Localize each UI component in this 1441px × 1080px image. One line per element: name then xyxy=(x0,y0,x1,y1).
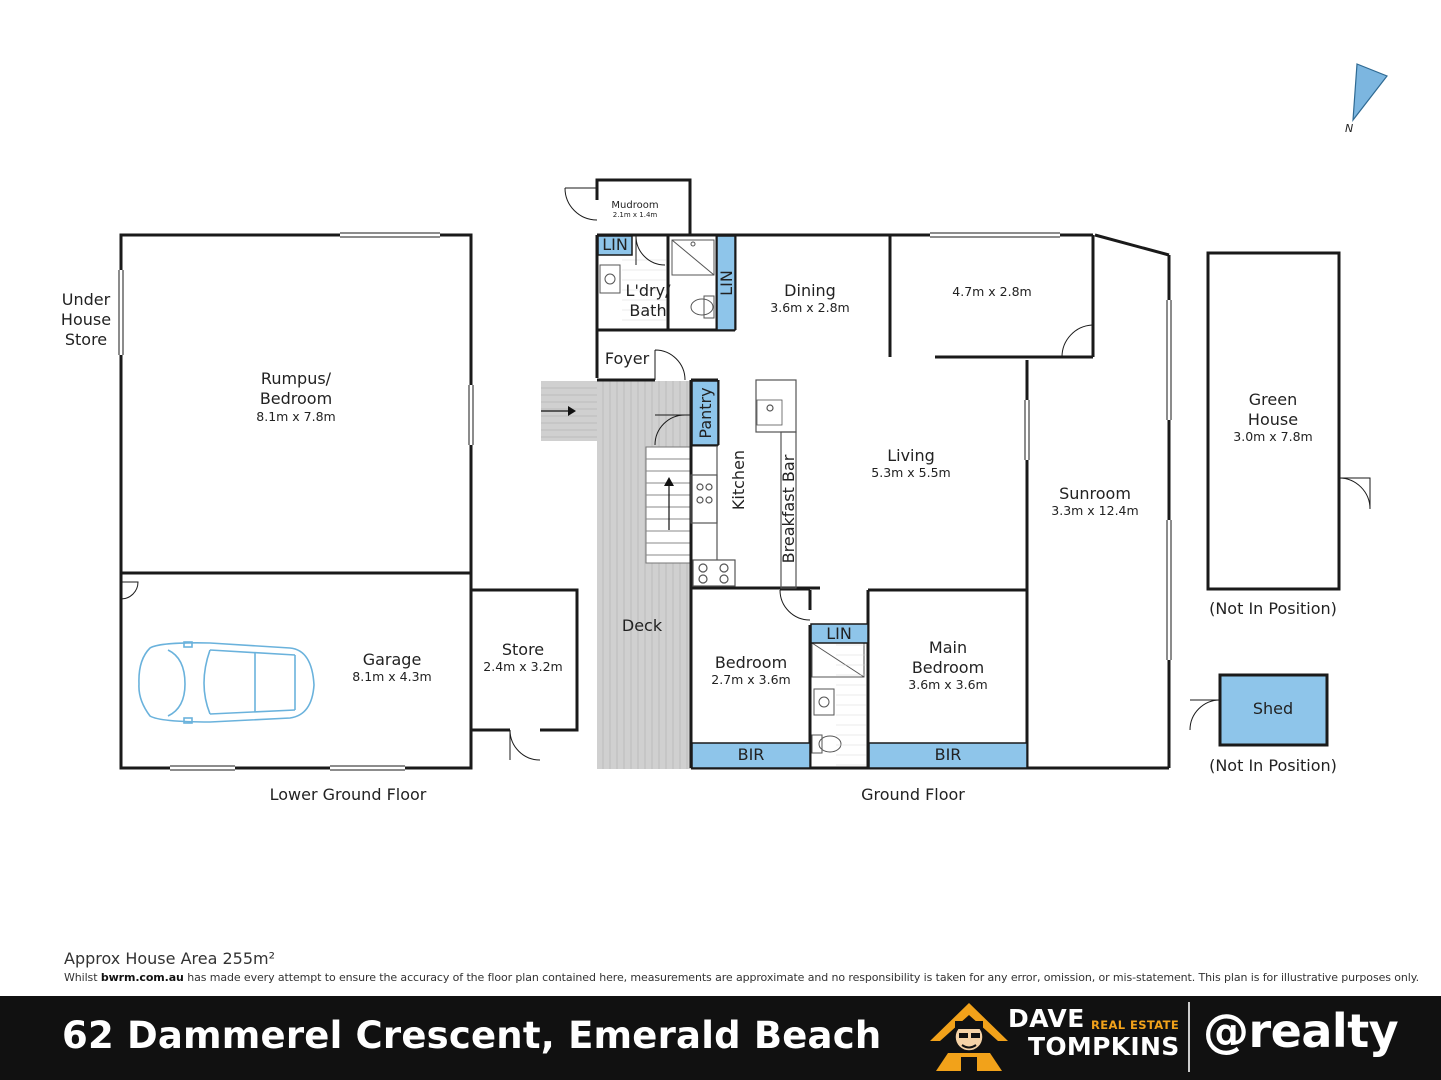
green-house xyxy=(1206,251,1371,591)
brand-real-estate: REAL ESTATE xyxy=(1091,1018,1180,1032)
bir-2-label: BIR xyxy=(935,745,962,764)
store-dimensions: 2.4m x 3.2m xyxy=(483,659,562,674)
mudroom-label: Mudroom xyxy=(611,200,658,211)
rumpus-line1: Rumpus/ xyxy=(261,369,332,388)
shed-label: Shed xyxy=(1253,699,1293,718)
windows-ground xyxy=(930,232,1172,660)
bathroom-fixtures xyxy=(599,239,865,754)
mudroom-dimensions: 2.1m x 1.4m xyxy=(613,211,658,219)
green-house-note: (Not In Position) xyxy=(1209,599,1337,618)
lower-ground-walls xyxy=(119,233,579,770)
house-area: Approx House Area 255m² xyxy=(64,949,276,968)
under-house-store-line3: Store xyxy=(65,330,107,349)
main-bedroom-dimensions: 3.6m x 3.6m xyxy=(908,677,987,692)
unnamed-room-dimensions: 4.7m x 2.8m xyxy=(952,284,1031,299)
pantry-label: Pantry xyxy=(696,387,715,438)
living-label: Living xyxy=(887,446,935,465)
disclaimer: Whilst bwrm.com.au has made every attemp… xyxy=(64,971,1419,984)
breakfast-bar-label: Breakfast Bar xyxy=(779,454,798,563)
brand-dave: DAVE xyxy=(1008,1004,1085,1033)
lin-bottom-label: LIN xyxy=(826,624,852,643)
sunroom-label: Sunroom xyxy=(1059,484,1131,503)
store-label: Store xyxy=(502,640,544,659)
stairs xyxy=(645,446,693,564)
disclaimer-prefix: Whilst xyxy=(64,971,101,984)
kitchen-label: Kitchen xyxy=(729,450,748,510)
lower-ground-floor-label: Lower Ground Floor xyxy=(270,785,427,804)
under-house-store-line1: Under xyxy=(62,290,111,309)
living-dimensions: 5.3m x 5.5m xyxy=(871,465,950,480)
foyer-label: Foyer xyxy=(605,349,650,368)
bedroom-dimensions: 2.7m x 3.6m xyxy=(711,672,790,687)
disclaimer-text: has made every attempt to ensure the acc… xyxy=(183,971,1419,984)
doors-ground xyxy=(564,187,1093,625)
brand-tompkins: TOMPKINS xyxy=(1028,1032,1180,1061)
lin-side-label: LIN xyxy=(717,270,736,296)
rumpus-dimensions: 8.1m x 7.8m xyxy=(256,409,335,424)
dining-label: Dining xyxy=(784,281,836,300)
floor-tiles xyxy=(622,259,866,766)
laundry-line2: Bath xyxy=(629,301,666,320)
disclaimer-site-link[interactable]: bwrm.com.au xyxy=(100,971,184,984)
main-bedroom-line2: Bedroom xyxy=(912,658,984,677)
bedroom-label: Bedroom xyxy=(715,653,787,672)
shed-note: (Not In Position) xyxy=(1209,756,1337,775)
lin-top-label: LIN xyxy=(602,235,628,254)
garage-dimensions: 8.1m x 4.3m xyxy=(352,669,431,684)
under-house-store-line2: House xyxy=(61,310,111,329)
floor-plan: N xyxy=(61,63,1388,804)
room-labels: Under House Store Rumpus/ Bedroom 8.1m x… xyxy=(61,200,1337,804)
windows-lower xyxy=(118,232,474,771)
main-bedroom-line1: Main xyxy=(929,638,967,657)
agent-mascot-logo-icon xyxy=(930,1003,1008,1071)
rumpus-line2: Bedroom xyxy=(260,389,332,408)
footer-bar xyxy=(0,996,1441,1080)
closets xyxy=(597,235,1028,769)
green-house-dimensions: 3.0m x 7.8m xyxy=(1233,429,1312,444)
compass-label: N xyxy=(1345,122,1353,135)
dining-dimensions: 3.6m x 2.8m xyxy=(770,300,849,315)
green-house-line2: House xyxy=(1248,410,1298,429)
property-address: 62 Dammerel Crescent, Emerald Beach xyxy=(62,1014,882,1057)
deck xyxy=(541,381,691,769)
laundry-line1: L'dry/ xyxy=(626,281,672,300)
brand-realty-logo: @realty xyxy=(1203,1004,1399,1058)
ground-floor-label: Ground Floor xyxy=(861,785,965,804)
kitchen-fixtures xyxy=(690,379,797,589)
north-arrow-icon: N xyxy=(1345,63,1388,135)
green-house-line1: Green xyxy=(1249,390,1297,409)
bir-1-label: BIR xyxy=(738,745,765,764)
garage-label: Garage xyxy=(363,650,422,669)
sunroom-dimensions: 3.3m x 12.4m xyxy=(1051,503,1138,518)
deck-label: Deck xyxy=(622,616,663,635)
shed xyxy=(1189,673,1329,747)
doors-lower xyxy=(120,581,541,761)
car-icon xyxy=(138,641,315,724)
brand-divider xyxy=(1188,1002,1190,1072)
